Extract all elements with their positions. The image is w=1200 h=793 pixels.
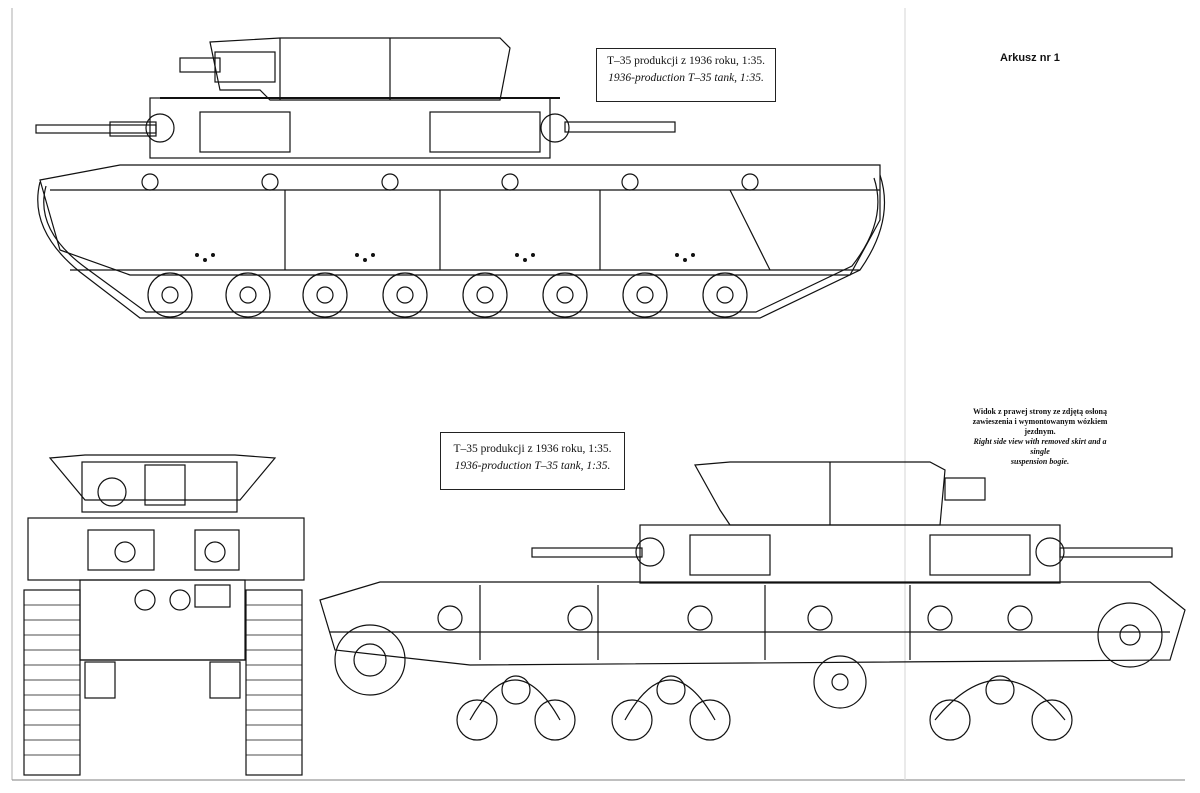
bottom-side-view bbox=[319, 461, 1186, 741]
note-english-line1: Right side view with removed skirt and a… bbox=[973, 437, 1107, 456]
note-english-line2: suspension bogie. bbox=[1010, 457, 1070, 466]
sheet-label: Arkusz nr 1 bbox=[1000, 52, 1060, 64]
middle-caption-english: 1936-production T–35 tank, 1:35. bbox=[454, 460, 611, 472]
note-polish-line2: zawieszenia i wymontowanym wózkiem jezdn… bbox=[972, 417, 1108, 436]
middle-caption-polish: T–35 produkcji z 1936 roku, 1:35. bbox=[453, 443, 612, 455]
middle-caption: T–35 produkcji z 1936 roku, 1:35. 1936-p… bbox=[440, 432, 625, 490]
front-view bbox=[23, 454, 305, 776]
side-view-note: Widok z prawej strony ze zdjętą osłoną z… bbox=[965, 407, 1115, 467]
note-polish-line1: Widok z prawej strony ze zdjętą osłoną bbox=[973, 407, 1107, 416]
top-view-caption: T–35 produkcji z 1936 roku, 1:35. 1936-p… bbox=[596, 48, 776, 102]
top-side-view bbox=[35, 37, 886, 319]
top-caption-english: 1936-production T–35 tank, 1:35. bbox=[608, 72, 764, 84]
top-caption-polish: T–35 produkcji z 1936 roku, 1:35. bbox=[606, 55, 766, 67]
